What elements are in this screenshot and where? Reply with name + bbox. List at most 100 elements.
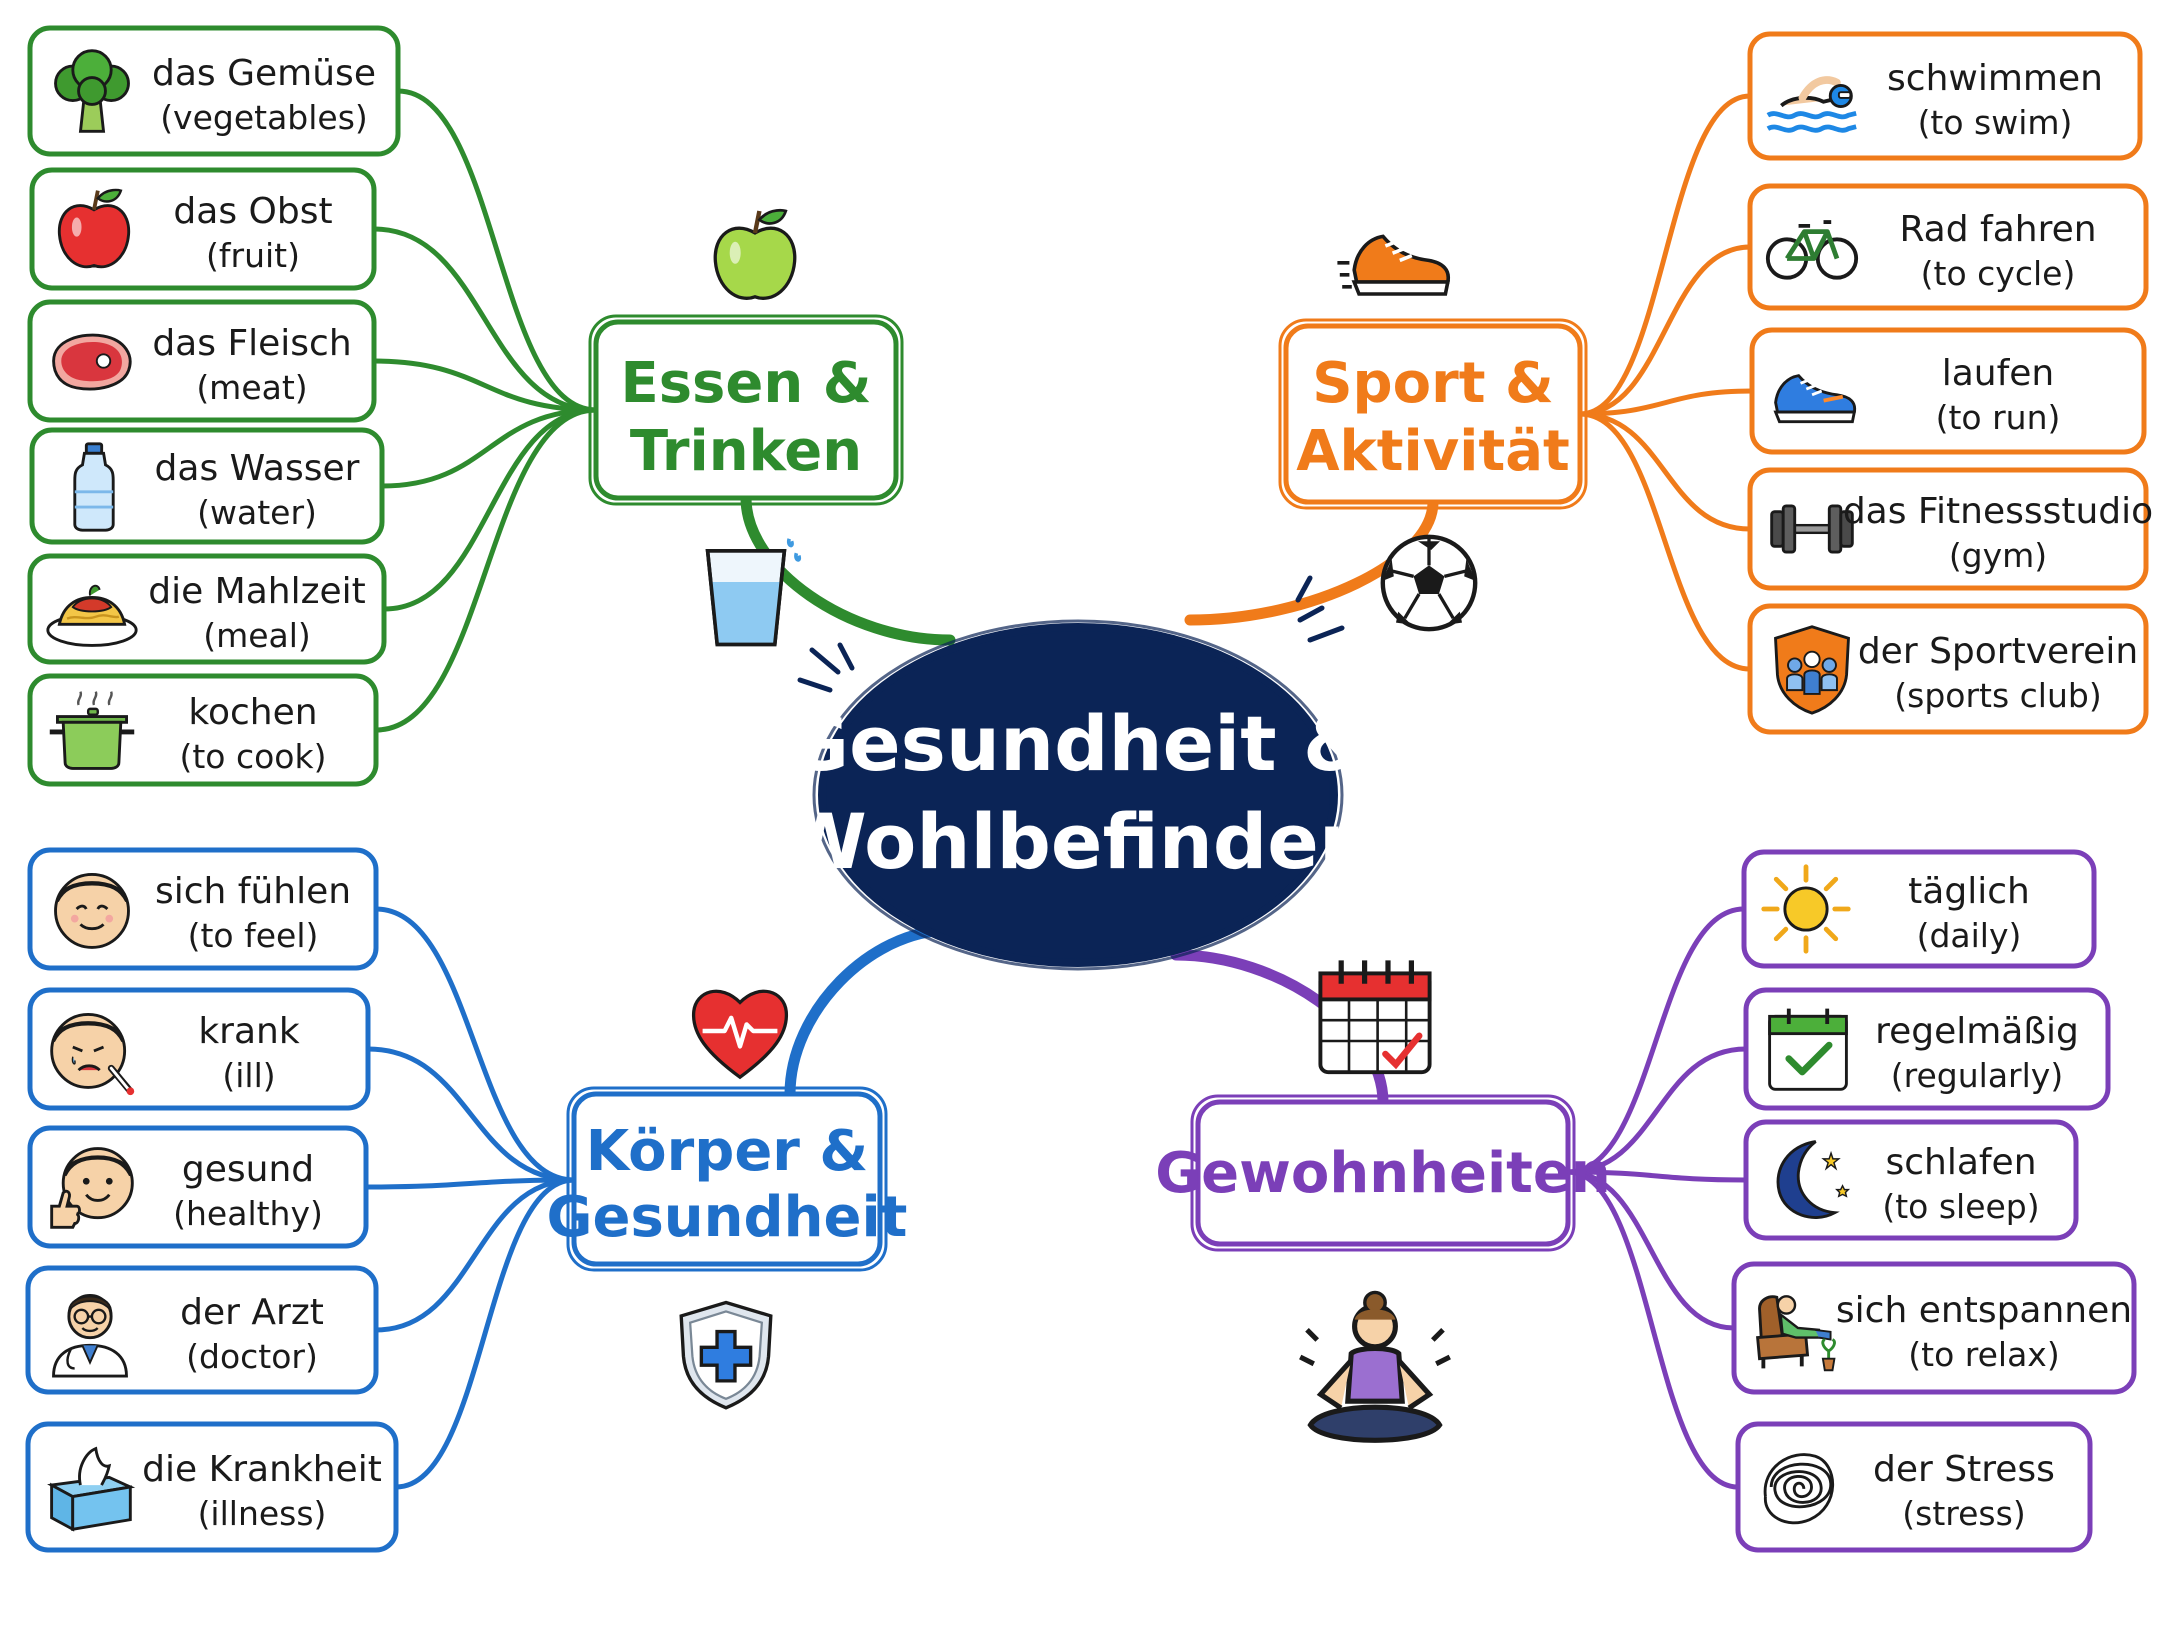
vocab-german-word: der Stress bbox=[1873, 1449, 2055, 1490]
connector-sport-2 bbox=[1577, 388, 1755, 417]
connector-food-5 bbox=[373, 407, 599, 733]
vocab-english-translation: (gym) bbox=[1949, 536, 2047, 575]
connector-habits-3 bbox=[1565, 1169, 1737, 1331]
vocab-node-body-3[interactable]: der Arzt (doctor) bbox=[25, 1265, 379, 1395]
connector-sport-0 bbox=[1577, 93, 1753, 417]
vocab-node-food-4[interactable]: die Mahlzeit (meal) bbox=[27, 553, 387, 665]
vocab-node-body-0[interactable]: sich fühlen(to feel) bbox=[27, 847, 379, 971]
vocab-node-sport-1[interactable]: Rad fahren(to cycle) bbox=[1747, 183, 2149, 311]
vocab-node-habits-1[interactable]: regelmäßig(regularly) bbox=[1743, 987, 2111, 1111]
vocab-english-translation: (to run) bbox=[1936, 398, 2061, 437]
category-food[interactable]: Essen & Trinken bbox=[588, 314, 904, 506]
vocabulary-nodes: das Gemüse(vegetables)das Obst(fruit)das… bbox=[25, 25, 2153, 1553]
meditation-icon bbox=[1300, 1292, 1450, 1440]
vocab-node-body-1[interactable]: krank (ill) bbox=[27, 987, 371, 1111]
connector-sport-1 bbox=[1577, 244, 1753, 417]
category-body-line1: Körper & bbox=[586, 1119, 869, 1184]
content-face-icon bbox=[54, 873, 130, 949]
medical-shield-icon bbox=[679, 1300, 773, 1410]
category-sport[interactable]: Sport & Aktivität bbox=[1278, 318, 1588, 510]
vocab-german-word: Rad fahren bbox=[1899, 209, 2096, 250]
vocab-english-translation: (ill) bbox=[222, 1056, 275, 1095]
water-glass-icon bbox=[705, 536, 802, 647]
connector-body-3 bbox=[373, 1177, 577, 1333]
steak-icon bbox=[52, 333, 132, 391]
vocab-node-food-3[interactable]: das Wasser(water) bbox=[29, 427, 385, 545]
vocab-node-body-4[interactable]: die Krankheit (illness) bbox=[25, 1421, 399, 1553]
vocab-english-translation: (meal) bbox=[203, 616, 311, 655]
vocab-english-translation: (fruit) bbox=[206, 236, 300, 275]
category-food-line2: Trinken bbox=[630, 419, 862, 484]
running-shoe-icon bbox=[1337, 236, 1448, 294]
vocab-english-translation: (stress) bbox=[1902, 1494, 2025, 1533]
vocab-node-sport-3[interactable]: das Fitnessstudio(gym) bbox=[1747, 467, 2153, 591]
vocab-german-word: laufen bbox=[1942, 353, 2055, 394]
vocab-node-sport-2[interactable]: laufen (to run) bbox=[1749, 327, 2147, 455]
vocab-node-habits-3[interactable]: sich entspannen (to relax) bbox=[1731, 1261, 2137, 1395]
connector-body-0 bbox=[373, 906, 577, 1183]
emphasis-marks bbox=[797, 575, 1345, 693]
connector-body-2 bbox=[363, 1177, 577, 1190]
vocab-german-word: kochen bbox=[188, 692, 317, 733]
category-body[interactable]: Körper & Gesundheit bbox=[547, 1086, 908, 1272]
vocab-node-food-2[interactable]: das Fleisch (meat) bbox=[27, 299, 377, 423]
vocab-node-food-5[interactable]: kochen (to cook) bbox=[27, 673, 379, 787]
vocab-english-translation: (to cook) bbox=[179, 737, 326, 776]
vocab-german-word: schlafen bbox=[1885, 1142, 2036, 1183]
vocab-german-word: der Sportverein bbox=[1858, 631, 2138, 672]
vocab-english-translation: (healthy) bbox=[173, 1194, 323, 1233]
connector-sport-4 bbox=[1577, 411, 1753, 672]
vocab-node-sport-4[interactable]: der Sportverein (sports club) bbox=[1747, 603, 2149, 735]
connector-habits-2 bbox=[1565, 1169, 1749, 1183]
vocab-german-word: das Obst bbox=[173, 191, 332, 232]
category-food-line1: Essen & bbox=[620, 351, 871, 416]
vocab-german-word: das Gemüse bbox=[152, 53, 376, 94]
vocab-english-translation: (meat) bbox=[196, 368, 307, 407]
vocab-node-habits-2[interactable]: schlafen (to sleep) bbox=[1743, 1119, 2079, 1241]
vocab-german-word: der Arzt bbox=[180, 1292, 324, 1333]
central-title-line2: Wohlbefinden bbox=[783, 797, 1373, 886]
vocab-german-word: das Fleisch bbox=[152, 323, 351, 364]
vocab-node-sport-0[interactable]: schwimmen(to swim) bbox=[1747, 31, 2143, 161]
connector-food-0 bbox=[395, 88, 599, 413]
connector-habits-4 bbox=[1565, 1169, 1741, 1490]
vocab-node-habits-0[interactable]: täglich(daily) bbox=[1741, 849, 2097, 969]
trunk-food bbox=[740, 492, 956, 646]
vocab-english-translation: (sports club) bbox=[1894, 676, 2101, 715]
vocab-german-word: sich entspannen bbox=[1836, 1290, 2132, 1331]
connector-food-1 bbox=[371, 226, 599, 413]
vocab-english-translation: (to sleep) bbox=[1882, 1187, 2039, 1226]
vocab-german-word: gesund bbox=[182, 1149, 314, 1190]
vocab-german-word: krank bbox=[198, 1011, 300, 1052]
connector-food-4 bbox=[381, 407, 599, 612]
connector-sport-3 bbox=[1577, 411, 1753, 532]
calendar-check-icon bbox=[1770, 1009, 1847, 1090]
vocab-node-food-0[interactable]: das Gemüse (vegetables) bbox=[27, 25, 401, 157]
vocab-german-word: die Krankheit bbox=[142, 1449, 382, 1490]
trunk-body bbox=[784, 924, 956, 1100]
vocab-english-translation: (vegetables) bbox=[160, 98, 368, 137]
vocab-german-word: täglich bbox=[1908, 871, 2030, 912]
vocab-english-translation: (doctor) bbox=[186, 1337, 318, 1376]
vocab-node-food-1[interactable]: das Obst (fruit) bbox=[29, 167, 377, 291]
vocab-node-body-2[interactable]: gesund (healthy) bbox=[27, 1125, 369, 1249]
central-topic[interactable]: Gesundheit & Wohlbefinden bbox=[783, 619, 1373, 971]
category-sport-line2: Aktivität bbox=[1296, 419, 1570, 484]
vocab-node-habits-4[interactable]: der Stress (stress) bbox=[1735, 1421, 2093, 1553]
heart-pulse-icon bbox=[694, 991, 787, 1077]
connector-body-4 bbox=[393, 1177, 577, 1490]
vocab-german-word: die Mahlzeit bbox=[148, 571, 366, 612]
connector-food-3 bbox=[379, 407, 599, 489]
connector-habits-0 bbox=[1565, 906, 1747, 1175]
category-body-line2: Gesundheit bbox=[547, 1185, 908, 1250]
trunk-sport bbox=[1184, 496, 1439, 626]
central-title-line1: Gesundheit & bbox=[787, 699, 1370, 788]
category-habits[interactable]: Gewohnheiten bbox=[1155, 1094, 1611, 1252]
category-habits-line1: Gewohnheiten bbox=[1155, 1141, 1611, 1206]
vocab-english-translation: (illness) bbox=[198, 1494, 327, 1533]
vocab-german-word: schwimmen bbox=[1887, 58, 2103, 99]
vocab-english-translation: (to relax) bbox=[1908, 1335, 2059, 1374]
vocab-german-word: das Wasser bbox=[155, 448, 360, 489]
sun-icon bbox=[1764, 867, 1848, 951]
